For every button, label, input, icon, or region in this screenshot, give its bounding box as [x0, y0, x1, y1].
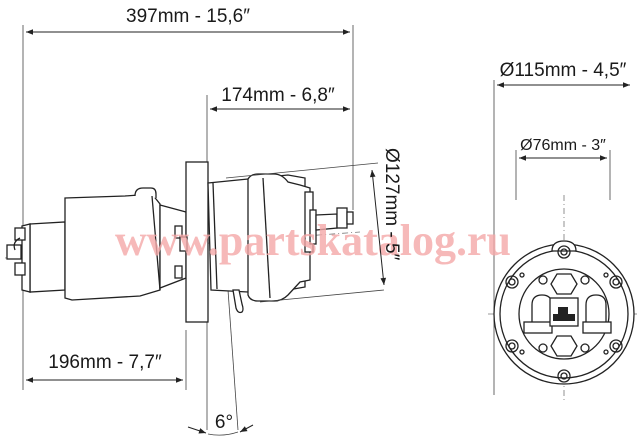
flange-diameter-label: Ø115mm - 4,5″: [500, 60, 627, 81]
overall-length-label: 397mm - 15,6″: [126, 6, 250, 27]
rear-length-label: 196mm - 7,7″: [48, 352, 162, 373]
side-view: [4, 25, 361, 431]
watermark-text: www.partskatalog.ru: [115, 216, 511, 265]
tilt-angle-label: 6°: [215, 412, 233, 433]
front-view: [488, 80, 640, 400]
body-diameter-label: Ø127mm - 5″: [381, 148, 402, 261]
inner-diameter-label: Ø76mm - 3″: [520, 137, 606, 154]
front-length-label: 174mm - 6,8″: [221, 85, 335, 106]
